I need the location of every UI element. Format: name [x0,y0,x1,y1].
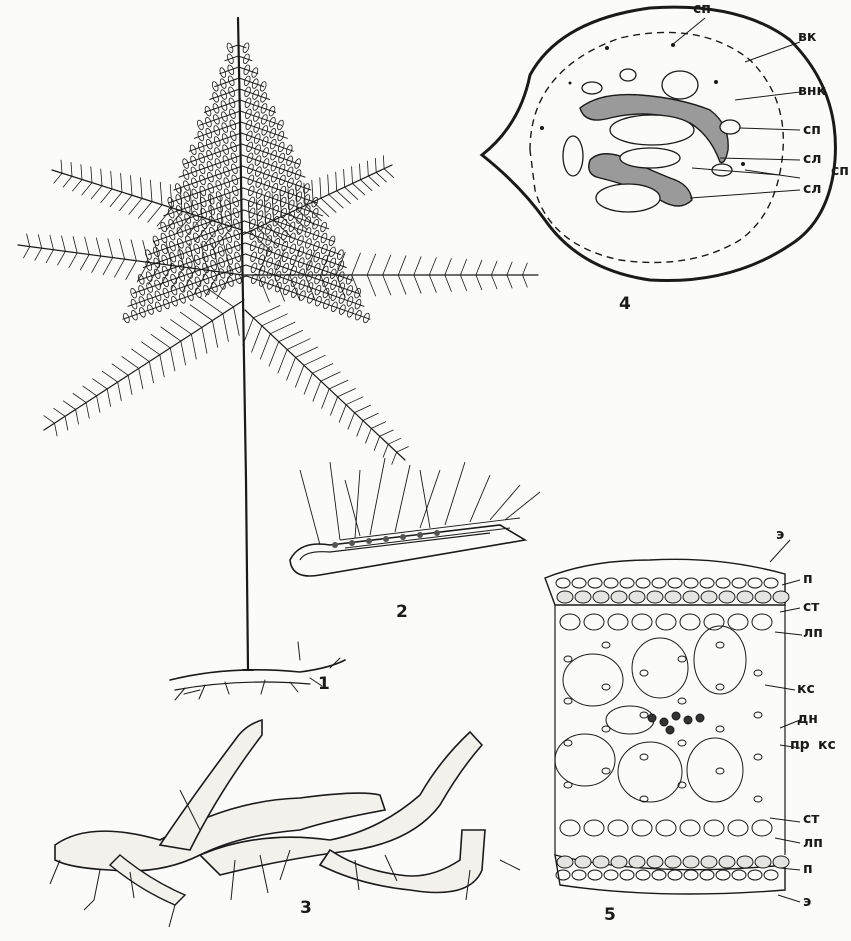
fern-frond-drawing [18,18,538,700]
figure-number-2: 2 [396,604,408,621]
label-pr: пр [790,738,810,752]
label-st-top: ст [803,600,819,614]
figure-number-1: 1 [318,676,330,693]
figure-number-5: 5 [604,907,616,924]
label-ks-1: кс [797,682,815,696]
label-vk: вк [798,30,816,44]
label-sp-edge: сп [831,164,849,178]
label-sp-right: сп [803,123,821,137]
rhizome-drawing [50,720,520,927]
label-dn: дн [797,712,818,726]
label-p-bottom: п [803,862,813,876]
label-e-bottom: э [803,895,811,909]
label-sl-1: сл [803,152,822,166]
label-p-top: п [803,572,813,586]
stem-cross-section-drawing [482,7,835,280]
label-lp-bottom: лп [803,836,823,850]
label-sl-2: сл [803,182,822,196]
label-st-bottom: ст [803,812,819,826]
figure-number-4: 4 [619,296,631,313]
sorus-detail-drawing [290,458,540,576]
label-lp-top: лп [803,626,823,640]
label-sp-top: сп [693,2,711,16]
figure-number-3: 3 [300,900,312,917]
label-ks-2: кс [818,738,836,752]
label-vnk: внк [798,84,826,98]
label-e-top: э [776,528,784,542]
rhizome-cross-section-drawing [545,540,802,902]
